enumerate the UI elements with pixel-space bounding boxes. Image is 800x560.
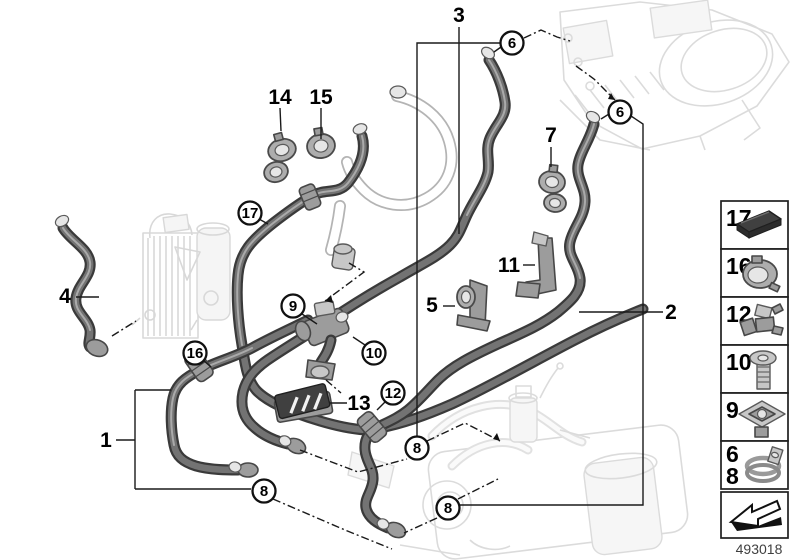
svg-text:16: 16 [187, 345, 204, 362]
callout-circle-10[interactable]: 10 [361, 340, 387, 366]
hose4-end-fitting [85, 338, 109, 358]
hvac-unit-ghost [559, 0, 790, 151]
hose-4 [54, 214, 109, 358]
label-5[interactable]: 5 [426, 294, 438, 317]
drawing-number: 493018 [736, 541, 783, 557]
svg-text:8: 8 [413, 440, 421, 457]
bracket-clip-icon [739, 303, 784, 337]
white-hose-clamp-ring [389, 85, 407, 99]
legend-item-9[interactable]: 9 [720, 392, 789, 442]
label-3[interactable]: 3 [453, 4, 465, 27]
svg-text:8: 8 [444, 500, 452, 517]
hose-1a [165, 314, 314, 478]
hose-2 [359, 110, 601, 539]
svg-text:8: 8 [726, 463, 739, 489]
legend-item-10[interactable]: 10 [720, 344, 789, 394]
hose-3 [236, 46, 511, 455]
circled-callouts: 6 6 17 9 16 10 12 8 [182, 30, 633, 521]
heat-exchanger-ghost [131, 213, 231, 339]
screw-icon [749, 350, 777, 390]
label-2[interactable]: 2 [665, 301, 677, 324]
svg-text:12: 12 [385, 385, 402, 402]
legend-item-16[interactable]: 16 [720, 248, 789, 298]
holder-5-drawing [456, 279, 491, 332]
svg-text:9: 9 [726, 397, 739, 423]
svg-text:6: 6 [508, 35, 516, 52]
hose-clamp-holder-icon [742, 255, 781, 293]
svg-text:10: 10 [726, 349, 752, 375]
legend-item-17[interactable]: 17 [720, 200, 789, 250]
direction-arrow-icon [728, 499, 782, 531]
callout-circle-12[interactable]: 12 [380, 380, 406, 406]
callout-circle-8a[interactable]: 8 [404, 435, 430, 461]
grommet-plate-13 [273, 383, 334, 423]
hose2-end-clamp [376, 518, 390, 530]
white-hose-ghost [325, 85, 458, 271]
legend-item-6-8[interactable]: 6 8 [720, 440, 789, 490]
holder-11-drawing [515, 231, 557, 299]
coupling-16-right [356, 410, 388, 444]
hose4-clamp-ring [54, 214, 70, 228]
callout-circle-8b[interactable]: 8 [435, 495, 461, 521]
svg-text:6: 6 [616, 104, 624, 121]
hose3-clamp-ring [480, 46, 496, 60]
svg-text:8: 8 [260, 483, 268, 500]
label-15[interactable]: 15 [309, 86, 333, 109]
coupling-hose17 [298, 183, 322, 211]
coolant-valve-assembly [294, 299, 350, 381]
label-13[interactable]: 13 [347, 392, 370, 415]
square-nut-icon [738, 400, 786, 438]
callout-circle-17[interactable]: 17 [237, 200, 263, 226]
dash-dot-leaders [111, 29, 616, 550]
callout-labels: 3 14 15 7 11 4 5 2 13 1 [59, 4, 677, 452]
legend-item-12[interactable]: 12 [720, 296, 789, 346]
hose3-end-clamp [278, 435, 292, 447]
spring-clamp-icon [744, 446, 784, 483]
insulator-pad-icon [736, 210, 782, 239]
legend: 17 16 12 [720, 200, 789, 557]
hose17-clamp-ring [352, 123, 368, 135]
label-1[interactable]: 1 [100, 429, 112, 452]
svg-text:6: 6 [726, 441, 739, 467]
leader-lines [76, 27, 663, 506]
callout-circle-6a[interactable]: 6 [499, 30, 525, 56]
white-hose-lower-fitting [331, 243, 356, 271]
callout-circle-8c[interactable]: 8 [251, 478, 277, 504]
label-11[interactable]: 11 [498, 254, 521, 277]
callout-circle-6b[interactable]: 6 [607, 99, 633, 125]
callout-circle-16[interactable]: 16 [182, 340, 208, 366]
svg-text:17: 17 [242, 205, 259, 222]
svg-text:10: 10 [366, 345, 383, 362]
svg-text:9: 9 [289, 298, 297, 315]
legend-item-direction-arrow[interactable] [720, 491, 789, 539]
hose1a-end-clamp [228, 461, 242, 473]
label-14[interactable]: 14 [268, 86, 292, 109]
callout-circle-9[interactable]: 9 [280, 293, 306, 319]
clamp-14-drawing [263, 131, 297, 184]
hose2-clamp-ring [585, 110, 601, 124]
label-7[interactable]: 7 [545, 124, 557, 147]
label-4[interactable]: 4 [59, 285, 71, 308]
clamp-7-drawing [538, 163, 567, 213]
